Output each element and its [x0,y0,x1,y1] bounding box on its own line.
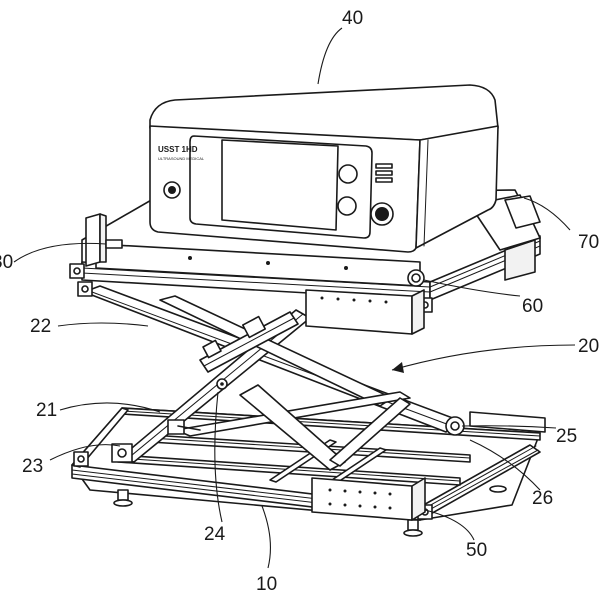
label-10: 10 [256,574,277,595]
label-30: 30 [0,252,13,273]
bottom-mounting-plate [311,477,426,521]
label-23: 23 [22,456,43,477]
label-22: 22 [30,316,51,337]
device-brand: USST 1HD [158,145,198,154]
label-25: 25 [556,426,577,447]
reference-labels: 40 30 70 60 20 22 21 23 24 25 26 10 50 [0,8,599,595]
label-60: 60 [522,296,543,317]
ultrasound-device: USST 1HD ULTRASOUND MEDICAL [149,84,499,253]
label-50: 50 [466,540,487,561]
label-21: 21 [36,400,57,421]
scissor-lift [83,285,465,471]
leader-lines [13,27,576,569]
label-26: 26 [532,488,553,509]
label-70: 70 [578,232,599,253]
label-40: 40 [342,8,363,29]
label-24: 24 [204,524,226,545]
device-subtitle: ULTRASOUND MEDICAL [158,156,205,161]
label-20: 20 [578,336,599,357]
